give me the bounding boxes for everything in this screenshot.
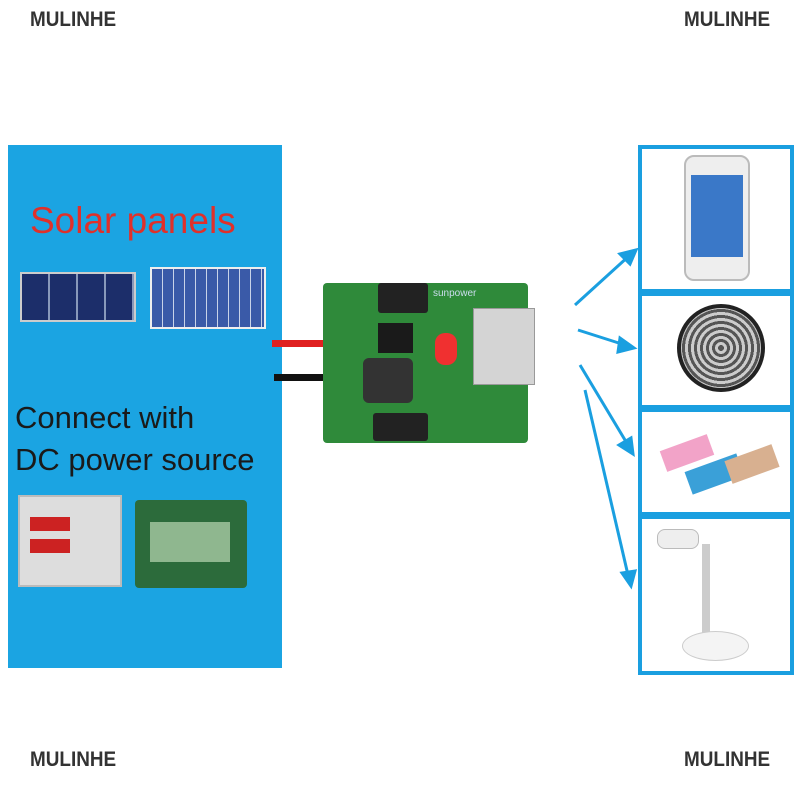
fan-image: [677, 304, 765, 392]
device-box-fan: [638, 292, 794, 409]
arrow-powerbank: [578, 364, 630, 446]
device-box-phone: [638, 145, 794, 293]
solar-panel-image: [20, 272, 136, 322]
black-wire: [274, 374, 334, 381]
watermark: MULINHE: [684, 8, 771, 31]
device-box-lamp: [638, 515, 794, 675]
arrow-lamp: [583, 389, 630, 576]
arrow-phone: [573, 253, 632, 307]
solar-panels-title: Solar panels: [30, 200, 236, 241]
power-supply-image: [18, 495, 122, 587]
lamp-neck: [702, 544, 710, 634]
watermark: MULINHE: [684, 748, 771, 771]
watermark: MULINHE: [30, 748, 117, 771]
watermark: MULINHE: [30, 8, 117, 31]
led: [435, 333, 457, 365]
solar-charger-board: sunpower: [323, 283, 535, 443]
powerbank-gold: [724, 444, 780, 484]
red-wire: [272, 340, 334, 347]
arrow-fan: [577, 328, 626, 347]
usb-port: [473, 308, 535, 385]
lamp-head: [657, 529, 699, 549]
board-label: sunpower: [433, 288, 477, 299]
device-box-powerbank: [638, 408, 794, 516]
solar-panel-image: [150, 267, 266, 329]
phone-image: [684, 155, 750, 281]
battery-image: [135, 500, 247, 588]
connect-text: Connect with: [15, 400, 195, 435]
lamp-base: [682, 631, 749, 661]
dc-source-text: DC power source: [15, 442, 255, 477]
